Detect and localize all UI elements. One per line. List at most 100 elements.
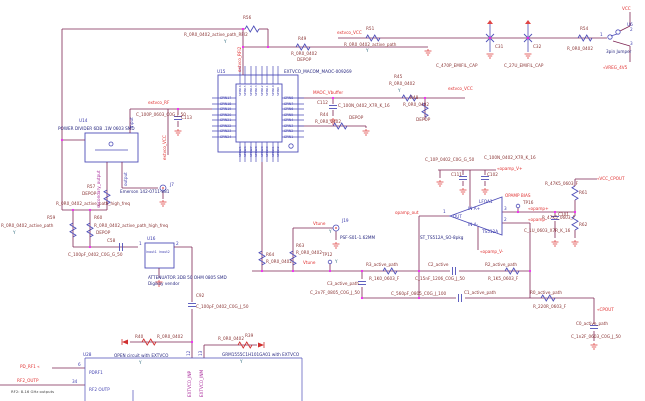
pin-label: SPIN29: [260, 146, 264, 157]
ref-label: R_0R0_0402: [157, 334, 183, 339]
connector-icon: [332, 224, 340, 232]
ref-label: R61: [579, 190, 588, 195]
ref-label: C92: [196, 293, 205, 298]
pin-label: SPIN3: [284, 124, 293, 128]
pin-label: 1: [600, 32, 603, 37]
ref-label: R_220R_0603_F: [533, 304, 567, 309]
aux-label: Y: [334, 259, 338, 264]
aux-label: Y: [365, 48, 369, 53]
pin-label: SPIN18: [220, 102, 231, 106]
junction-dot: [266, 45, 270, 49]
resistor-symbol: [382, 267, 398, 275]
connector-icon: [159, 184, 167, 192]
component-outline: [235, 83, 283, 143]
pin-label: 2: [504, 217, 507, 222]
net-label: «opamp+: [528, 206, 549, 211]
net-label: OPAMP BIAS: [505, 193, 531, 198]
pin-label: SPIN31: [271, 146, 275, 157]
resistor-symbol: [141, 338, 157, 346]
pin-label: SPIN28: [254, 146, 258, 157]
ref-label: R_0R0_0402: [266, 259, 292, 264]
junction-dot: [516, 210, 520, 214]
pin-label: SPIN19: [220, 107, 231, 111]
ref-label: C102: [487, 172, 498, 177]
part-description: Emerson 142-0711-881: [120, 189, 170, 194]
ref-label: C32: [533, 44, 542, 49]
net-label: «VCC_CPOUT: [597, 176, 625, 181]
component-outline: [217, 74, 299, 153]
aux-label: Y: [12, 230, 16, 235]
junction-dot: [190, 340, 194, 344]
pin-label: SPIN23: [220, 129, 231, 133]
testpoint-icon: [108, 141, 114, 147]
pin-label: SPIN14: [249, 85, 253, 96]
port-label: EXTVCO_INM: [199, 369, 204, 397]
port-label: EXTVCO_INP: [187, 370, 192, 397]
ref-label: TP12: [321, 252, 333, 257]
pin-label: input: [129, 117, 134, 128]
port-arrow-icon: [122, 339, 128, 345]
pin-label: 6: [78, 362, 81, 367]
aux-label: Y: [397, 88, 401, 93]
ref-label: C_10P_0402_C0G_G_50: [425, 157, 475, 162]
pin-label: SPIN13: [254, 85, 258, 96]
pin-label: SPIN11: [265, 85, 269, 96]
net-label: «CPOUT: [597, 307, 614, 312]
pin-label: 2: [176, 241, 179, 246]
ref-label: R59: [47, 215, 56, 220]
resistor-symbol: [244, 25, 260, 33]
ref-label: R_0R0_0402_active_path: [1, 223, 54, 228]
ref-label: C2_active: [428, 262, 449, 267]
resistor-symbol: [69, 222, 77, 238]
ref-label: R_0R0_0402: [291, 51, 317, 56]
pin-label: RF2 OUTP: [89, 387, 110, 392]
junction-dot: [526, 36, 530, 40]
pin-label: SPIN17: [220, 96, 231, 100]
testpoint-icon: [288, 143, 294, 149]
net-label: «opamp-: [528, 217, 547, 222]
jumper-pin-icon: [607, 34, 613, 40]
ref-label: R3_active_path: [366, 262, 398, 267]
ref-label: R_0R0_0402: [218, 336, 244, 341]
ref-label: C101: [558, 212, 569, 217]
net-label: extvco_RFI2: [237, 46, 242, 72]
pin-label: SPIN15: [243, 85, 247, 96]
part-description: PSF-S01-1.62MM: [340, 235, 376, 240]
pin-label: 3: [504, 206, 507, 211]
designator-label: U14: [79, 118, 88, 123]
aux-label: Y: [328, 229, 332, 234]
net-label: Vtune: [313, 221, 326, 226]
designator-label: J7: [169, 182, 174, 187]
ref-label: C_100pF_0402_C0G_J_50: [196, 304, 249, 309]
resistor-symbol: [258, 250, 266, 266]
ref-label: C111: [451, 172, 462, 177]
pin-label: SPIN7: [284, 102, 293, 106]
junction-dot: [260, 269, 264, 273]
junction-dot: [423, 96, 427, 100]
ref-label: R54: [580, 26, 589, 31]
ref-label: R0_active_path: [530, 290, 562, 295]
ref-label: TP16: [522, 200, 534, 205]
connector-center-dot: [335, 227, 337, 229]
ref-label: R51: [366, 26, 375, 31]
testpoint-icon: [515, 203, 521, 209]
resistor-symbol: [289, 250, 297, 266]
net-label: «opamp_V+: [497, 166, 523, 171]
designator-label: U15: [217, 69, 226, 74]
junction-dot: [360, 269, 364, 273]
ref-label: DEPOP: [96, 230, 111, 235]
ref-label: C113: [181, 115, 192, 120]
net-label: extvco_RF: [148, 100, 170, 105]
ref-label: R57: [87, 184, 96, 189]
pin-label: SPIN12: [260, 85, 264, 96]
jumper-pin-icon: [615, 29, 621, 35]
pin-label: SPIN30: [265, 146, 269, 157]
pin-label: SPIN20: [220, 113, 231, 117]
designator-label: U6: [627, 22, 633, 27]
pin-label: SPIN27: [249, 146, 253, 157]
resistor-symbol: [577, 34, 593, 42]
pin-label: 1: [443, 209, 446, 214]
ref-label: R49: [298, 36, 307, 41]
